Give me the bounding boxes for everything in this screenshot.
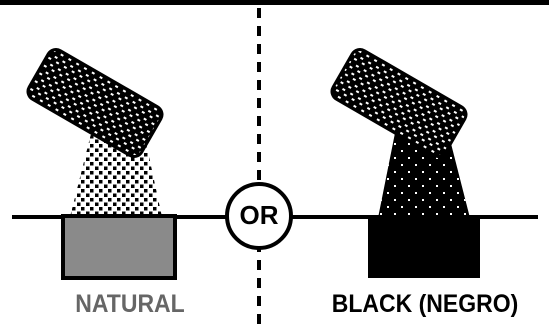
black-applicator-box (330, 48, 468, 158)
natural-label: NATURAL (75, 290, 185, 318)
or-circle (225, 182, 293, 250)
top-border (0, 0, 549, 5)
black-illustration (330, 48, 480, 278)
or-text: OR (239, 199, 279, 230)
natural-trench (61, 214, 177, 280)
black-negro-label: BLACK (NEGRO) (331, 290, 519, 318)
natural-illustration (26, 48, 177, 280)
natural-applicator-box (26, 48, 164, 158)
black-trench (368, 216, 480, 278)
